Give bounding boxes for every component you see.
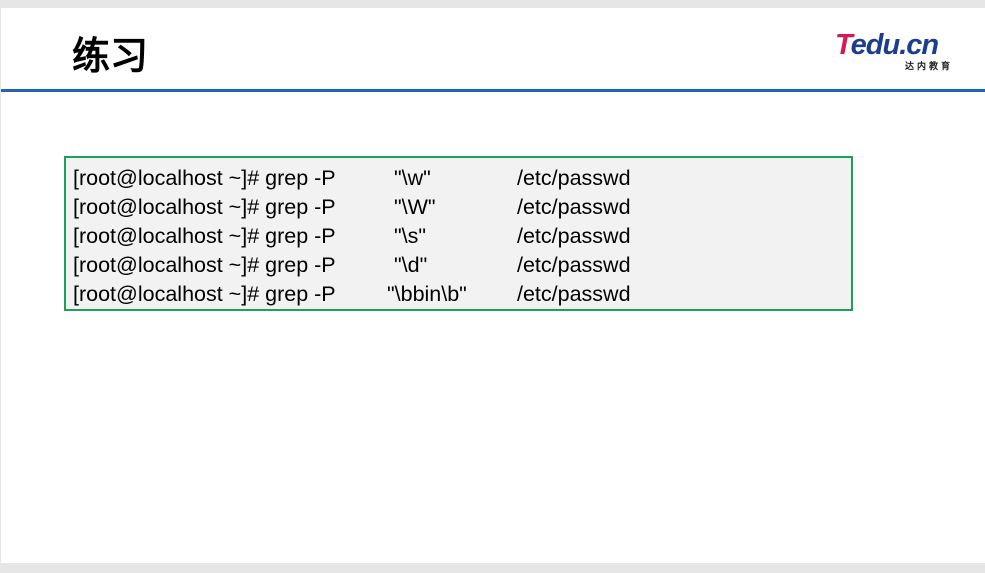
code-line: [root@localhost ~]# grep -P "\s" /etc/pa…: [73, 222, 631, 251]
code-line: [root@localhost ~]# grep -P "\w" /etc/pa…: [73, 164, 631, 193]
slide: 练习 Tedu.cn 达内教育 [root@localhost ~]# grep…: [1, 8, 985, 563]
regex-pattern: "\d": [394, 253, 428, 277]
file-path: /etc/passwd: [517, 224, 631, 248]
command-prompt: [root@localhost ~]# grep -P: [73, 282, 336, 306]
code-line: [root@localhost ~]# grep -P "\W" /etc/pa…: [73, 193, 631, 222]
command-prompt: [root@localhost ~]# grep -P: [73, 195, 336, 219]
code-lines: [root@localhost ~]# grep -P "\w" /etc/pa…: [73, 164, 631, 309]
code-line: [root@localhost ~]# grep -P "\d" /etc/pa…: [73, 251, 631, 280]
regex-pattern: "\W": [394, 195, 436, 219]
file-path: /etc/passwd: [517, 166, 631, 190]
regex-pattern: "\w": [394, 166, 431, 190]
logo-wordmark: Tedu.cn: [835, 28, 939, 62]
logo-letter-t: T: [835, 29, 852, 61]
tedu-logo: Tedu.cn 达内教育: [835, 28, 959, 74]
slide-title: 练习: [72, 34, 149, 78]
header-divider: [1, 89, 985, 92]
file-path: /etc/passwd: [517, 253, 631, 277]
regex-pattern: "\bbin\b": [387, 282, 467, 306]
command-prompt: [root@localhost ~]# grep -P: [73, 166, 336, 190]
regex-pattern: "\s": [394, 224, 426, 248]
file-path: /etc/passwd: [517, 195, 631, 219]
file-path: /etc/passwd: [517, 282, 631, 306]
code-box: [root@localhost ~]# grep -P "\w" /etc/pa…: [64, 156, 853, 311]
command-prompt: [root@localhost ~]# grep -P: [73, 224, 336, 248]
logo-subtitle: 达内教育: [904, 62, 953, 72]
logo-domain: edu.cn: [850, 29, 939, 61]
code-line: [root@localhost ~]# grep -P "\bbin\b" /e…: [73, 280, 631, 309]
command-prompt: [root@localhost ~]# grep -P: [73, 253, 336, 277]
